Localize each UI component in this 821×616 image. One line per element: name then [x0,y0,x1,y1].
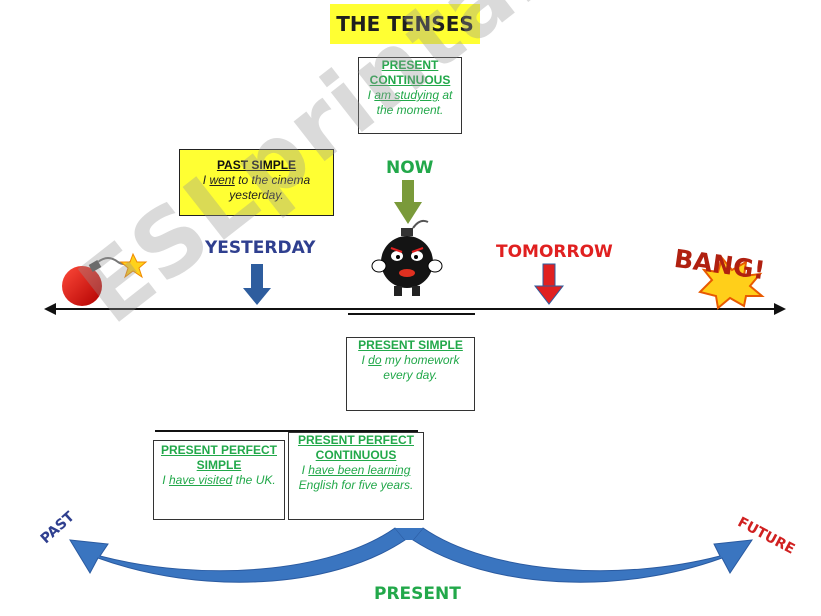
yesterday-arrow-icon [243,264,271,305]
present-continuous-heading: PRESENT CONTINUOUS [359,58,461,88]
now-arrow-icon [394,180,422,224]
present-perfect-continuous-example: I have been learning English for five ye… [293,463,419,493]
present-perfect-simple-heading: PRESENT PERFECT SIMPLE [158,443,280,473]
bomb-icon [62,254,146,306]
present-perfect-simple-box: PRESENT PERFECT SIMPLE I have visited th… [153,440,285,520]
present-simple-example: I do my homework every day. [347,353,474,383]
present-perfect-simple-example: I have visited the UK. [158,473,280,488]
tomorrow-label: TOMORROW [496,242,613,262]
present-label: PRESENT [374,584,461,604]
past-simple-heading: PAST SIMPLE [180,158,333,173]
yesterday-label: YESTERDAY [205,238,315,258]
present-perfect-continuous-heading: PRESENT PERFECT CONTINUOUS [293,433,419,463]
present-continuous-example: I am studying at the moment. [359,88,461,118]
present-continuous-box: PRESENT CONTINUOUS I am studying at the … [358,57,462,134]
angry-bomb-icon [372,221,442,296]
now-label: NOW [386,158,433,178]
past-simple-box: PAST SIMPLE I went to the cinema yesterd… [179,149,334,216]
present-simple-heading: PRESENT SIMPLE [347,338,474,353]
past-simple-example: I went to the cinema yesterday. [180,173,333,203]
present-curved-arrow-icon [70,528,752,582]
tomorrow-arrow-icon [535,264,563,304]
present-perfect-continuous-box: PRESENT PERFECT CONTINUOUS I have been l… [288,432,424,520]
present-simple-box: PRESENT SIMPLE I do my homework every da… [346,337,475,411]
